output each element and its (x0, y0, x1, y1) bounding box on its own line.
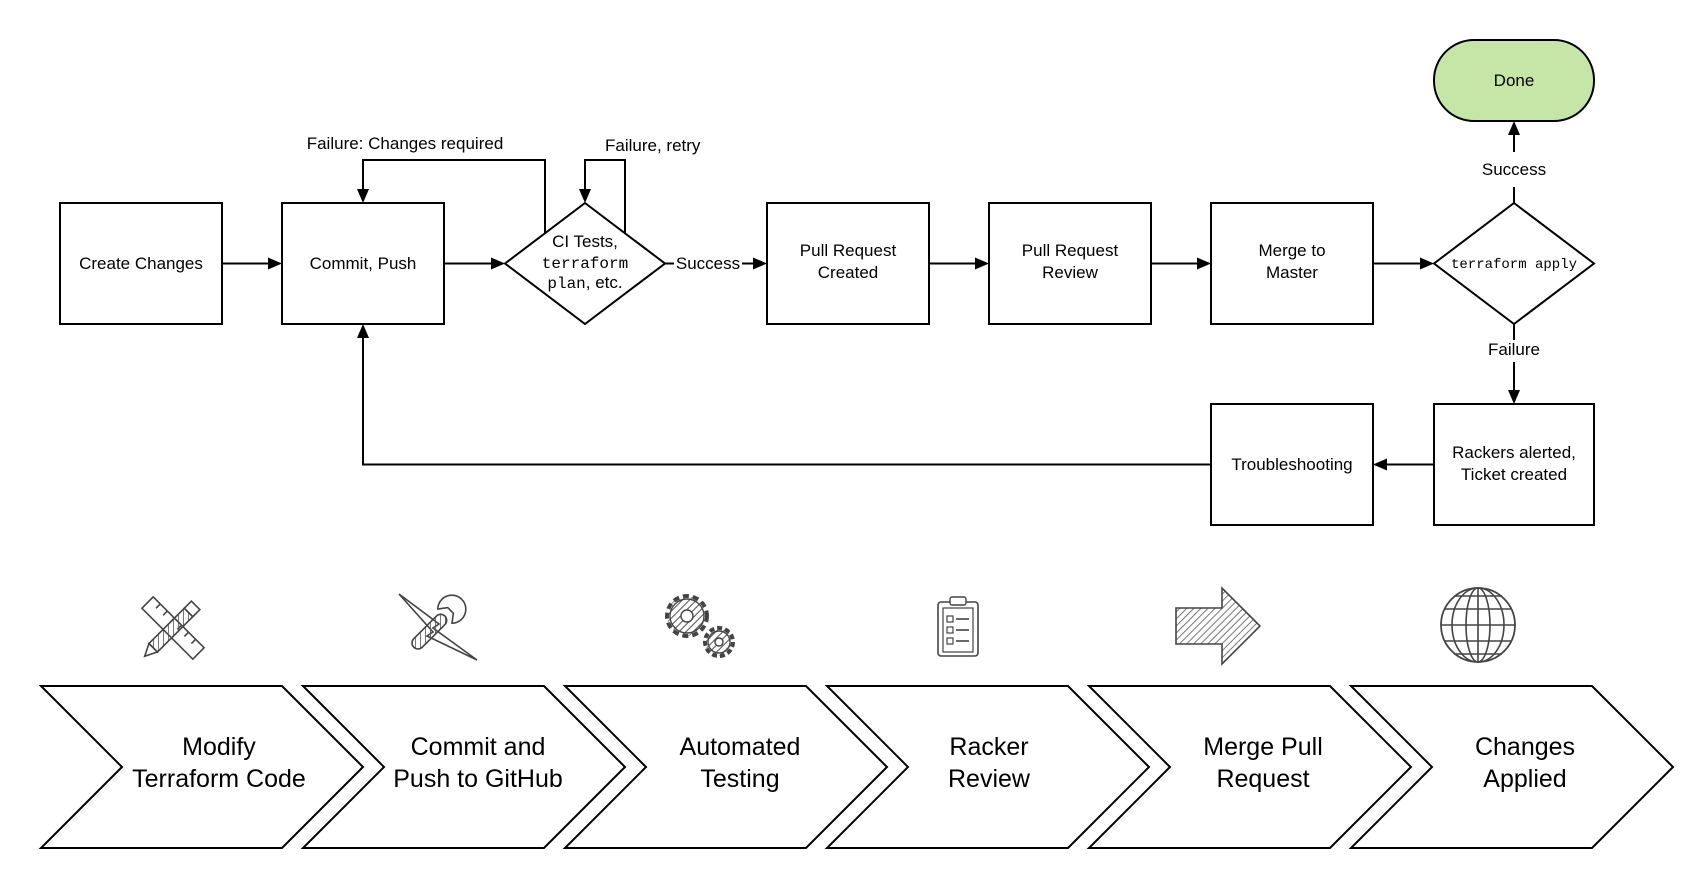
node-merge-master: Merge to Master (1210, 202, 1374, 325)
edge-pr-created-to-review (929, 257, 989, 270)
stage-2-line2: Push to GitHub (393, 765, 563, 793)
stage-commit-push-github: Commit and Push to GitHub (300, 685, 627, 849)
edge-label-failure-apply: Failure (1488, 340, 1540, 359)
stage-merge-pull-request: Merge Pull Request (1086, 685, 1413, 849)
node-troubleshooting: Troubleshooting (1210, 403, 1374, 526)
globe-icon (1440, 587, 1516, 663)
pr-review-line2: Review (1042, 263, 1098, 282)
edge-review-to-merge (1151, 257, 1211, 270)
stage-4-line1: Racker (949, 733, 1028, 761)
arrow-right-icon (1175, 586, 1262, 666)
ci-label-etc: , etc. (586, 273, 623, 292)
ci-label-plan-code: plan (547, 275, 585, 293)
merge-line2: Master (1266, 263, 1318, 282)
stage-changes-applied: Changes Applied (1348, 685, 1675, 849)
stage-automated-testing: Automated Testing (562, 685, 889, 849)
edge-ci-failure-changes: Failure: Changes required (307, 134, 546, 233)
node-pr-review: Pull Request Review (988, 202, 1152, 325)
stage-1-line1: Modify (182, 733, 256, 761)
stage-4-line2: Review (948, 765, 1031, 793)
create-changes-label: Create Changes (79, 254, 203, 273)
troubleshooting-label: Troubleshooting (1231, 455, 1352, 474)
edge-commit-to-ci (444, 257, 505, 270)
stage-5-line2: Request (1216, 765, 1309, 793)
alerted-line1: Rackers alerted, (1452, 443, 1576, 462)
stage-racker-review: Racker Review (824, 685, 1151, 849)
edge-merge-to-apply (1373, 257, 1434, 270)
stage-3-line1: Automated (680, 733, 801, 761)
node-commit-push: Commit, Push (281, 202, 445, 325)
pr-created-line2: Created (818, 263, 878, 282)
alerted-line2: Ticket created (1461, 465, 1567, 484)
stage-2-line1: Commit and (411, 733, 546, 761)
edge-apply-to-alerted: Failure (1488, 324, 1540, 404)
stage-6-line2: Applied (1483, 765, 1566, 793)
ci-label-line1: CI Tests, (552, 232, 618, 251)
edge-troubleshooting-to-commit (357, 324, 1211, 466)
node-terraform-apply: terraform apply (1432, 201, 1596, 326)
edge-ci-to-pr-created: Success (665, 254, 767, 273)
edge-label-success-ci: Success (676, 254, 740, 273)
gears-icon (665, 594, 735, 658)
node-done: Done (1433, 39, 1595, 122)
edge-apply-to-done: Success (1482, 121, 1546, 203)
node-ci-tests: CI Tests, terraform plan, etc. (503, 201, 667, 326)
node-create-changes: Create Changes (59, 202, 223, 325)
edge-ci-failure-retry: Failure, retry (579, 136, 701, 233)
merge-line1: Merge to (1258, 241, 1325, 260)
ci-label-line2: terraform (542, 255, 628, 273)
node-pr-created: Pull Request Created (766, 202, 930, 325)
edge-label-failure-retry: Failure, retry (605, 136, 701, 155)
done-label: Done (1494, 71, 1535, 90)
edge-label-success-apply: Success (1482, 160, 1546, 179)
stage-3-line2: Testing (700, 765, 779, 793)
pencil-ruler-icon (140, 595, 206, 661)
stage-1-line2: Terraform Code (132, 765, 306, 793)
wrench-lightning-icon (398, 593, 478, 661)
pr-review-line1: Pull Request (1022, 241, 1119, 260)
commit-push-label: Commit, Push (310, 254, 417, 273)
edge-alerted-to-troubleshooting (1373, 458, 1434, 471)
pr-created-line1: Pull Request (800, 241, 897, 260)
edge-create-to-commit (222, 257, 282, 270)
clipboard-checklist-icon (937, 596, 979, 657)
stage-modify-terraform-code: Modify Terraform Code (38, 685, 365, 849)
node-rackers-alerted: Rackers alerted, Ticket created (1433, 403, 1595, 526)
ci-label-line3: plan, etc. (547, 273, 622, 293)
stage-5-line1: Merge Pull (1203, 733, 1323, 761)
edge-label-failure-changes: Failure: Changes required (307, 134, 504, 153)
apply-label: terraform apply (1451, 257, 1577, 273)
stage-6-line1: Changes (1475, 733, 1575, 761)
